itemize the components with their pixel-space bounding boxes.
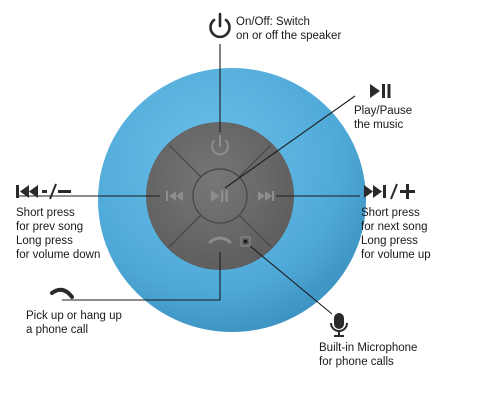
phone-leader-line xyxy=(62,252,221,301)
pad-phone-icon[interactable] xyxy=(208,236,232,244)
phone-callout-line1: Pick up or hang up xyxy=(26,310,122,322)
leader-lines xyxy=(16,44,360,315)
play-callout: Play/Pause the music xyxy=(354,104,412,132)
prev-callout-line2: for prev song xyxy=(16,221,84,233)
power-callout: On/Off: Switch on or off the speaker xyxy=(236,15,341,43)
next-callout-line3: Long press xyxy=(361,235,418,247)
pad-microphone-hole xyxy=(240,236,251,247)
microphone-icon xyxy=(330,313,348,337)
prev-callout-line3: Long press xyxy=(16,235,73,247)
mic-callout-line1: Built-in Microphone xyxy=(319,342,418,354)
next-callout-line1: Short press xyxy=(361,207,420,219)
power-callout-line2: on or off the speaker xyxy=(236,30,342,42)
play-leader-line xyxy=(224,95,356,189)
pad-previous-track-icon[interactable] xyxy=(166,191,183,201)
mic-leader-line xyxy=(249,245,333,315)
play-callout-line2: the music xyxy=(354,119,404,131)
next-callout-line2: for next song xyxy=(361,221,428,233)
mic-callout: Built-in Microphone for phone calls xyxy=(319,341,417,369)
mic-callout-line2: for phone calls xyxy=(319,356,394,368)
power-icon xyxy=(209,12,231,39)
prev-callout-line1: Short press xyxy=(16,207,75,219)
phone-callout: Pick up or hang up a phone call xyxy=(26,309,122,337)
pad-play-pause-icon[interactable] xyxy=(211,190,228,202)
next-track-icon xyxy=(364,183,415,200)
phone-icon xyxy=(50,287,74,299)
play-callout-line1: Play/Pause xyxy=(354,105,413,117)
control-pad-dividers xyxy=(168,144,272,248)
play-pause-icon xyxy=(370,84,391,98)
prev-callout: Short press for prev song Long press for… xyxy=(16,206,100,262)
previous-track-icon xyxy=(16,183,71,200)
prev-callout-line4: for volume down xyxy=(16,249,101,261)
pad-power-icon[interactable] xyxy=(211,135,229,156)
pad-next-track-icon[interactable] xyxy=(258,191,274,201)
power-callout-line1: On/Off: Switch xyxy=(236,16,310,28)
phone-callout-line2: a phone call xyxy=(26,324,89,336)
next-callout: Short press for next song Long press for… xyxy=(361,206,431,262)
next-callout-line4: for volume up xyxy=(361,249,431,261)
